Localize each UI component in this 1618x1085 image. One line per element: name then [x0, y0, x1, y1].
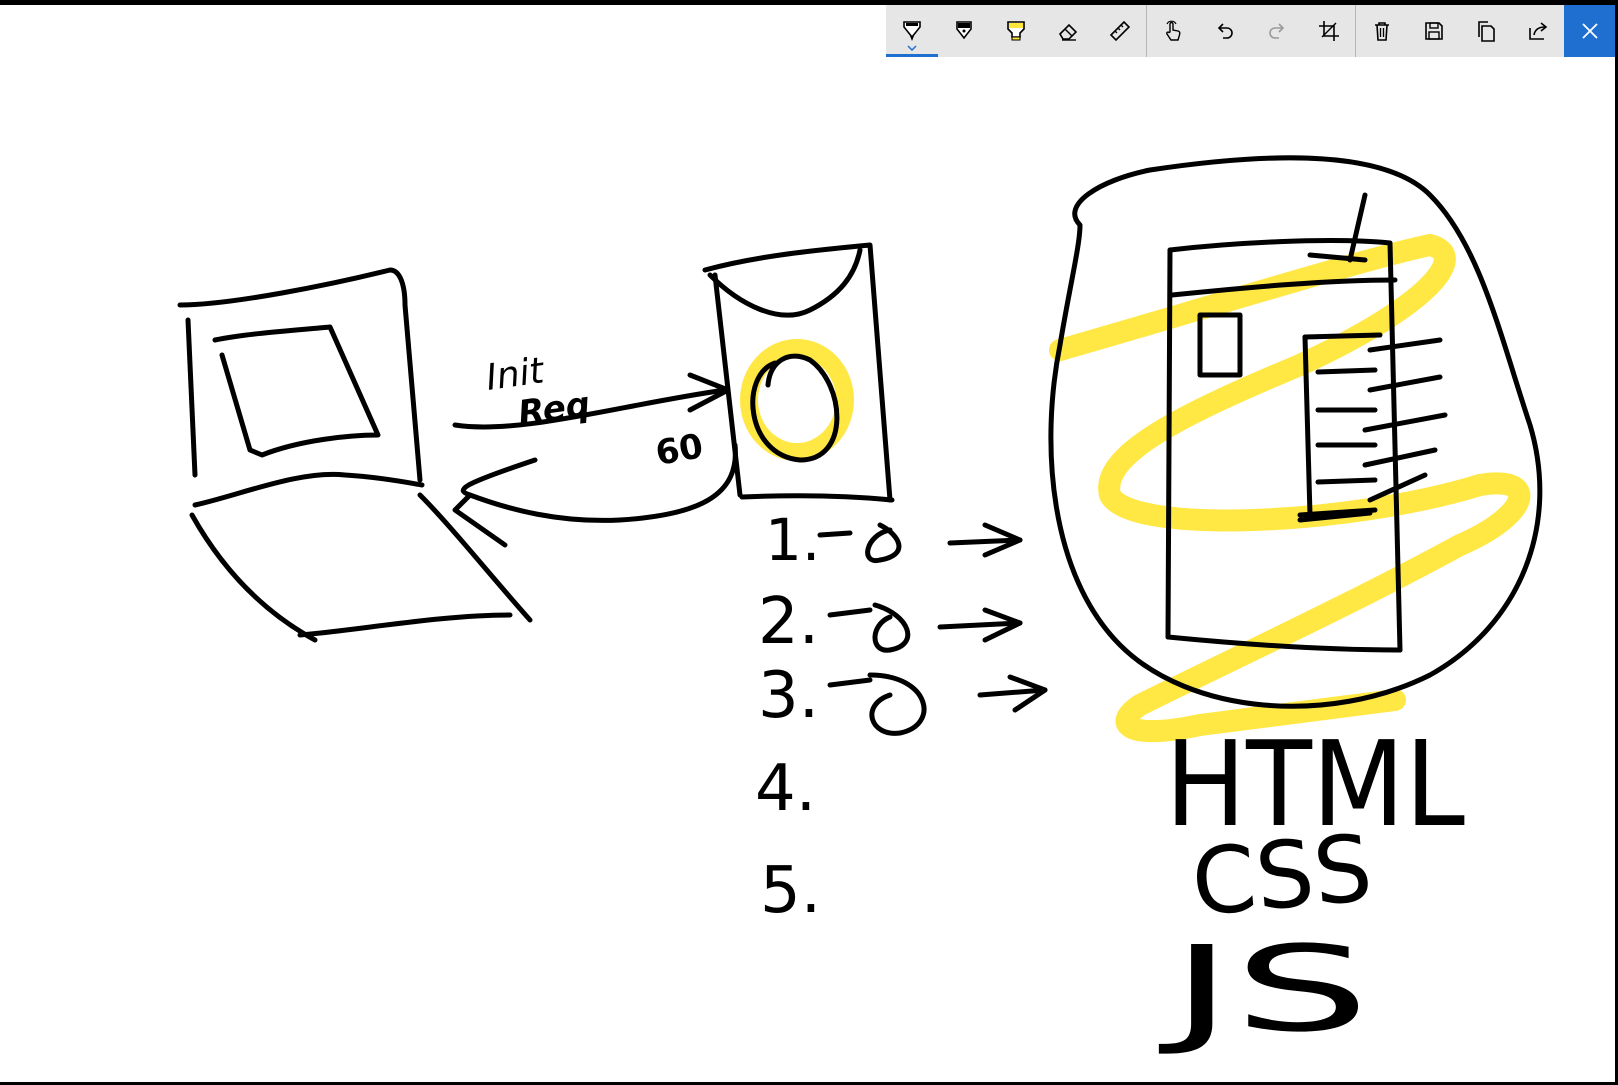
- delete-icon: [1375, 22, 1389, 41]
- chevron-down-icon: [907, 45, 917, 51]
- tech-word-css: CSS: [1188, 815, 1377, 937]
- undo-icon: [1217, 23, 1233, 39]
- arrow-number: 60: [653, 426, 707, 474]
- list-item-2: 2.: [758, 585, 819, 659]
- laptop-drawing: [177, 267, 533, 643]
- eraser-tool[interactable]: [1042, 5, 1094, 57]
- server-drawing: [702, 242, 895, 503]
- list-item-3: 3.: [758, 659, 819, 733]
- touch-writing-icon: [1166, 20, 1181, 41]
- pencil-icon: [956, 21, 972, 40]
- share-button[interactable]: [1512, 5, 1564, 57]
- handwritten-labels: Init Req 60 1. 2. 3. 4. 5. HTML CSS JS: [484, 350, 1466, 1058]
- crop-icon: [1319, 21, 1339, 41]
- close-icon: [1582, 23, 1598, 39]
- browser-circle: [1048, 155, 1543, 709]
- ink-canvas[interactable]: Init Req 60 1. 2. 3. 4. 5. HTML CSS JS: [0, 5, 1615, 1082]
- request-arrow: [452, 387, 728, 430]
- ruler-icon: [1109, 20, 1131, 42]
- browser-drawing: [1165, 192, 1448, 653]
- close-button[interactable]: [1564, 5, 1615, 57]
- list-arrows: [817, 522, 1048, 736]
- tech-word-js: JS: [1157, 920, 1370, 1058]
- ink-toolbar: [886, 5, 1615, 57]
- arrow-label-top: Init: [484, 350, 549, 399]
- save-icon: [1425, 22, 1443, 40]
- response-arrow: [460, 442, 738, 523]
- toolbar-separator: [1355, 5, 1356, 57]
- list-item-4: 4.: [755, 752, 816, 826]
- tech-word-html: HTML: [1165, 715, 1465, 853]
- list-item-1: 1.: [765, 506, 820, 574]
- copy-button[interactable]: [1460, 5, 1512, 57]
- copy-icon: [1478, 21, 1495, 42]
- crop-button[interactable]: [1303, 5, 1355, 57]
- highlighter-icon: [1007, 21, 1025, 41]
- arrow-label-bottom: Req: [516, 384, 593, 434]
- ink-strokes: [177, 155, 1543, 736]
- undo-button[interactable]: [1199, 5, 1251, 57]
- list-item-5: 5.: [760, 854, 821, 928]
- redo-icon: [1269, 23, 1285, 39]
- ballpoint-pen-tool[interactable]: [886, 5, 938, 57]
- save-button[interactable]: [1408, 5, 1460, 57]
- toolbar-separator: [1146, 5, 1147, 57]
- share-icon: [1529, 22, 1548, 40]
- redo-button[interactable]: [1251, 5, 1303, 57]
- pencil-tool[interactable]: [938, 5, 990, 57]
- ruler-tool[interactable]: [1094, 5, 1146, 57]
- app-window: Init Req 60 1. 2. 3. 4. 5. HTML CSS JS: [0, 5, 1615, 1082]
- highlighter-strokes: [740, 234, 1531, 743]
- touch-writing-tool[interactable]: [1147, 5, 1199, 57]
- delete-button[interactable]: [1356, 5, 1408, 57]
- ballpoint-pen-icon: [903, 21, 921, 41]
- eraser-icon: [1058, 23, 1078, 41]
- highlighter-tool[interactable]: [990, 5, 1042, 57]
